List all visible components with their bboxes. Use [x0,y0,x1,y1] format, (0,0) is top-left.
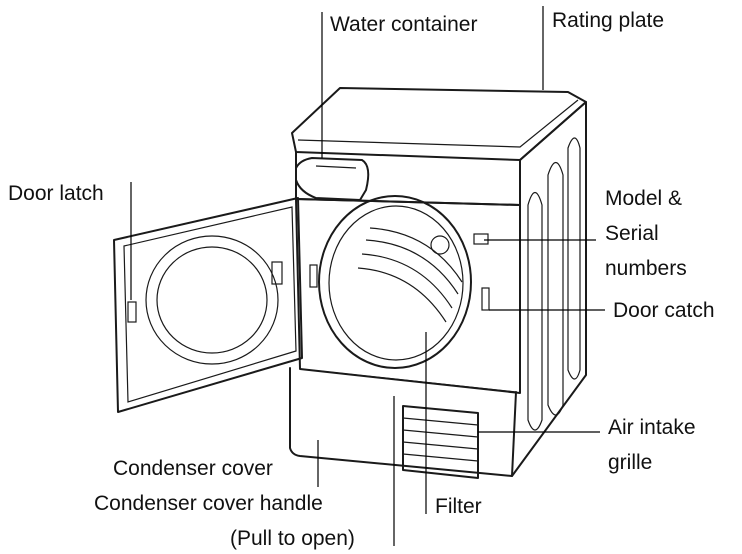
dryer-door [113,197,303,413]
door-catch-label: Door catch [613,299,715,322]
model-serial-plate [473,233,489,245]
filter-label: Filter [435,495,482,518]
model-serial-label-line1: Model & [605,187,683,210]
door-catch-slot [481,287,490,311]
model-serial-label-line3: numbers [605,257,687,280]
door-porthole [145,235,279,365]
dryer-base-plinth [289,367,517,477]
door-latch-label: Door latch [8,182,104,205]
air-intake-label-line2: grille [608,451,653,474]
dryer-top-panel [291,87,587,161]
rating-plate-label: Rating plate [552,9,665,32]
door-latch-handle [127,301,137,323]
water-container-label: Water container [330,13,478,36]
model-serial-label-line2: Serial [605,222,659,245]
drum-opening [318,195,472,369]
dryer-side-panel [511,101,587,477]
condenser-cover-handle-label: Condenser cover handle [94,492,323,515]
air-intake-grille [402,405,479,479]
air-intake-label-line1: Air intake [608,416,696,439]
water-container-drawer [295,157,370,201]
pull-to-open-label: (Pull to open) [230,527,355,550]
condenser-cover-label: Condenser cover [113,457,273,480]
